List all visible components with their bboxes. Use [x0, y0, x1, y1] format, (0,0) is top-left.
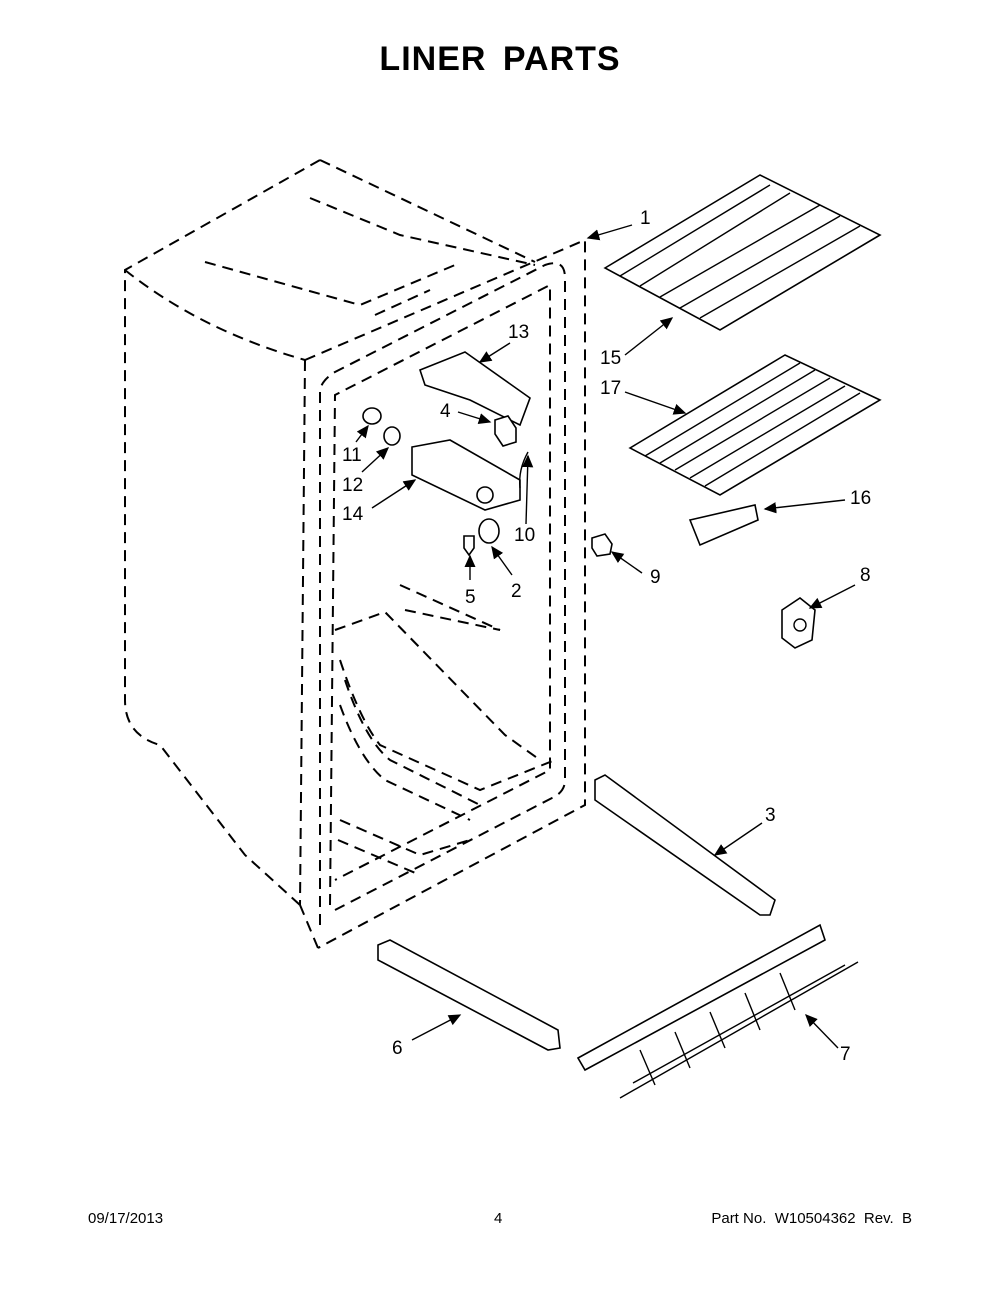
lower-shelf-part [628, 354, 882, 496]
callout-13: 13 [508, 322, 529, 343]
light-bulb-part [362, 407, 382, 425]
callout-4: 4 [440, 401, 451, 422]
callout-16: 16 [850, 488, 871, 509]
footer-date: 09/17/2013 [88, 1210, 164, 1227]
callout-10: 10 [514, 525, 535, 546]
knob-part [478, 518, 500, 544]
leader-lines [355, 224, 856, 1049]
callout-2: 2 [511, 581, 522, 602]
cabinet-liner [124, 159, 586, 949]
switch-part [494, 415, 517, 447]
callout-1: 1 [640, 208, 651, 229]
upper-shelf-part [603, 174, 882, 331]
callout-3: 3 [765, 805, 776, 826]
connector-part [591, 533, 613, 557]
footer-page-number: 4 [494, 1210, 503, 1227]
callout-12: 12 [342, 475, 363, 496]
light-housing-cover [419, 351, 531, 427]
callout-8: 8 [860, 565, 871, 586]
light-socket-part [383, 426, 401, 446]
light-housing-base [411, 439, 521, 511]
callout-9: 9 [650, 567, 661, 588]
callout-14: 14 [342, 504, 364, 525]
thermostat-part [781, 597, 816, 649]
slide-frame-part [576, 923, 859, 1099]
screw-part [463, 535, 475, 557]
footer-part-number: Part No. W10504362 Rev. B [711, 1210, 912, 1227]
callout-11: 11 [342, 445, 362, 466]
callout-17: 17 [600, 378, 621, 399]
callout-5: 5 [465, 587, 476, 608]
callout-6: 6 [392, 1038, 403, 1059]
page-title: LINER PARTS [379, 40, 621, 78]
shelf-bracket-part [688, 504, 759, 547]
callout-15: 15 [600, 348, 621, 369]
left-rail-part [377, 939, 561, 1051]
callout-7: 7 [840, 1044, 851, 1065]
right-rail-part [594, 774, 776, 916]
